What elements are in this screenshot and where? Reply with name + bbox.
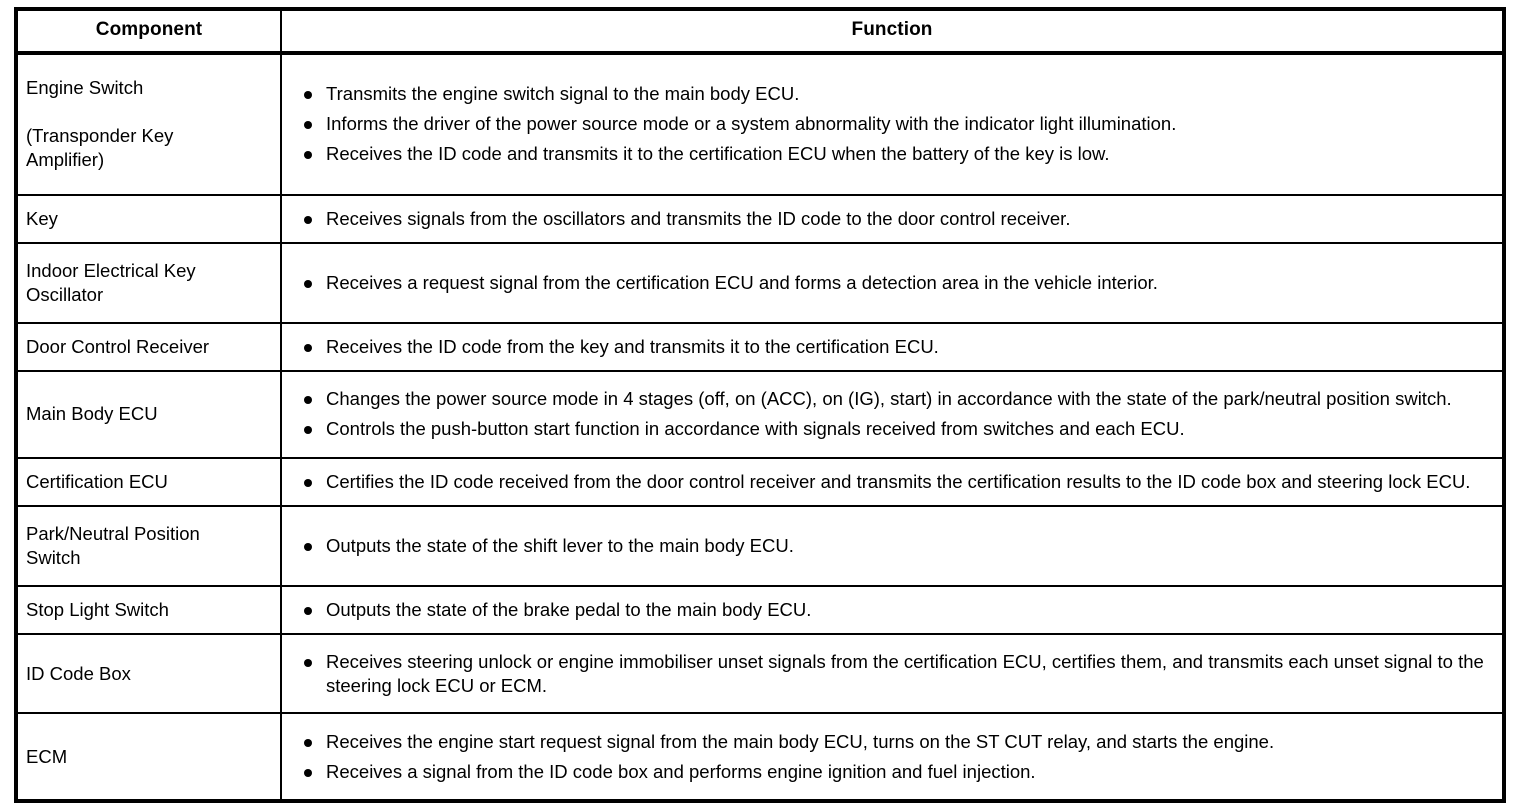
function-bullet-list: Receives the ID code from the key and tr… bbox=[300, 335, 1492, 359]
table-row: Certification ECU Certifies the ID code r… bbox=[18, 456, 1502, 507]
bullet-icon bbox=[304, 343, 312, 352]
function-bullet-list: Receives a request signal from the certi… bbox=[300, 271, 1492, 295]
function-bullet-item: Receives the engine start request signal… bbox=[300, 730, 1492, 754]
function-bullet-list: Receives signals from the oscillators an… bbox=[300, 207, 1492, 231]
table-row: Main Body ECU Changes the power source mo… bbox=[18, 370, 1502, 458]
function-text: Receives a request signal from the certi… bbox=[326, 271, 1158, 293]
function-bullet-item: Transmits the engine switch signal to th… bbox=[300, 82, 1492, 106]
function-text: Receives steering unlock or engine immob… bbox=[326, 650, 1484, 696]
bullet-icon bbox=[304, 768, 312, 777]
table-row: Engine Switch (Transponder Key Amplifier… bbox=[18, 53, 1502, 195]
function-description-cell: Changes the power source mode in 4 stage… bbox=[281, 370, 1502, 458]
function-text: Certifies the ID code received from the … bbox=[326, 471, 1471, 493]
function-text: Receives a signal from the ID code box a… bbox=[326, 760, 1036, 782]
function-text: Receives the engine start request signal… bbox=[326, 730, 1275, 752]
table-body: Engine Switch (Transponder Key Amplifier… bbox=[18, 53, 1502, 799]
function-text: Changes the power source mode in 4 stage… bbox=[326, 388, 1452, 410]
function-bullet-item: Controls the push-button start function … bbox=[300, 417, 1492, 441]
function-bullet-list: Receives steering unlock or engine immob… bbox=[300, 650, 1492, 698]
bullet-icon bbox=[304, 479, 312, 488]
bullet-icon bbox=[304, 151, 312, 160]
function-text: Transmits the engine switch signal to th… bbox=[326, 83, 800, 105]
table-row: Park/Neutral Position Switch Outputs the … bbox=[18, 505, 1502, 586]
function-text: Informs the driver of the power source m… bbox=[326, 113, 1177, 135]
function-text: Outputs the state of the brake pedal to … bbox=[326, 598, 812, 620]
function-bullet-item: Receives a request signal from the certi… bbox=[300, 271, 1492, 295]
table-row: ECM Receives the engine start request sig… bbox=[18, 712, 1502, 799]
column-header-function: Function bbox=[281, 11, 1502, 55]
component-name-cell: ECM bbox=[18, 712, 282, 799]
bullet-icon bbox=[304, 279, 312, 288]
table-row: Door Control Receiver Receives the ID cod… bbox=[18, 321, 1502, 372]
component-name-cell: ID Code Box bbox=[18, 633, 282, 714]
function-bullet-item: Receives steering unlock or engine immob… bbox=[300, 650, 1492, 698]
function-description-cell: Outputs the state of the shift lever to … bbox=[281, 505, 1502, 586]
function-text: Outputs the state of the shift lever to … bbox=[326, 534, 794, 556]
table-header: Component Function bbox=[18, 11, 1502, 55]
bullet-icon bbox=[304, 606, 312, 615]
function-bullet-item: Informs the driver of the power source m… bbox=[300, 112, 1492, 136]
spec-table-container: Component Function Engine Switch (Transp… bbox=[14, 7, 1506, 803]
component-name-cell: Certification ECU bbox=[18, 456, 282, 507]
component-name-cell: Stop Light Switch bbox=[18, 584, 282, 635]
bullet-icon bbox=[304, 738, 312, 747]
function-bullet-item: Receives the ID code and transmits it to… bbox=[300, 142, 1492, 166]
function-description-cell: Outputs the state of the brake pedal to … bbox=[281, 584, 1502, 635]
function-description-cell: Receives steering unlock or engine immob… bbox=[281, 633, 1502, 714]
function-text: Receives the ID code and transmits it to… bbox=[326, 143, 1110, 165]
function-bullet-list: Outputs the state of the shift lever to … bbox=[300, 534, 1492, 558]
function-text: Controls the push-button start function … bbox=[326, 418, 1185, 440]
function-bullet-item: Certifies the ID code received from the … bbox=[300, 470, 1492, 494]
bullet-icon bbox=[304, 542, 312, 551]
component-name-cell: Park/Neutral Position Switch bbox=[18, 505, 282, 586]
table-row: Key Receives signals from the oscillators… bbox=[18, 193, 1502, 244]
bullet-icon bbox=[304, 396, 312, 405]
table-row: ID Code Box Receives steering unlock or e… bbox=[18, 633, 1502, 714]
component-name-cell: Door Control Receiver bbox=[18, 321, 282, 372]
bullet-icon bbox=[304, 216, 312, 225]
component-name-cell: Indoor Electrical Key Oscillator bbox=[18, 242, 282, 323]
function-bullet-list: Certifies the ID code received from the … bbox=[300, 470, 1492, 494]
component-name-cell: Key bbox=[18, 193, 282, 244]
function-bullet-list: Receives the engine start request signal… bbox=[300, 730, 1492, 784]
bullet-icon bbox=[304, 426, 312, 435]
function-description-cell: Receives signals from the oscillators an… bbox=[281, 193, 1502, 244]
function-text: Receives signals from the oscillators an… bbox=[326, 208, 1071, 230]
bullet-icon bbox=[304, 121, 312, 130]
function-bullet-item: Outputs the state of the brake pedal to … bbox=[300, 598, 1492, 622]
bullet-icon bbox=[304, 91, 312, 100]
function-bullet-list: Outputs the state of the brake pedal to … bbox=[300, 598, 1492, 622]
table-row: Indoor Electrical Key Oscillator Receives… bbox=[18, 242, 1502, 323]
function-description-cell: Receives a request signal from the certi… bbox=[281, 242, 1502, 323]
function-bullet-item: Receives a signal from the ID code box a… bbox=[300, 760, 1492, 784]
header-row: Component Function bbox=[18, 11, 1502, 55]
function-description-cell: Receives the engine start request signal… bbox=[281, 712, 1502, 799]
function-bullet-list: Changes the power source mode in 4 stage… bbox=[300, 387, 1492, 441]
function-description-cell: Receives the ID code from the key and tr… bbox=[281, 321, 1502, 372]
column-header-component: Component bbox=[18, 11, 282, 55]
function-bullet-item: Outputs the state of the shift lever to … bbox=[300, 534, 1492, 558]
function-bullet-item: Changes the power source mode in 4 stage… bbox=[300, 387, 1492, 411]
bullet-icon bbox=[304, 658, 312, 667]
function-bullet-item: Receives signals from the oscillators an… bbox=[300, 207, 1492, 231]
function-text: Receives the ID code from the key and tr… bbox=[326, 335, 939, 357]
table-row: Stop Light Switch Outputs the state of th… bbox=[18, 584, 1502, 635]
function-bullet-item: Receives the ID code from the key and tr… bbox=[300, 335, 1492, 359]
component-name-cell: Engine Switch (Transponder Key Amplifier… bbox=[18, 53, 282, 195]
component-name-cell: Main Body ECU bbox=[18, 370, 282, 458]
function-description-cell: Transmits the engine switch signal to th… bbox=[281, 53, 1502, 195]
component-function-table: Component Function Engine Switch (Transp… bbox=[18, 11, 1502, 799]
function-bullet-list: Transmits the engine switch signal to th… bbox=[300, 82, 1492, 166]
function-description-cell: Certifies the ID code received from the … bbox=[281, 456, 1502, 507]
